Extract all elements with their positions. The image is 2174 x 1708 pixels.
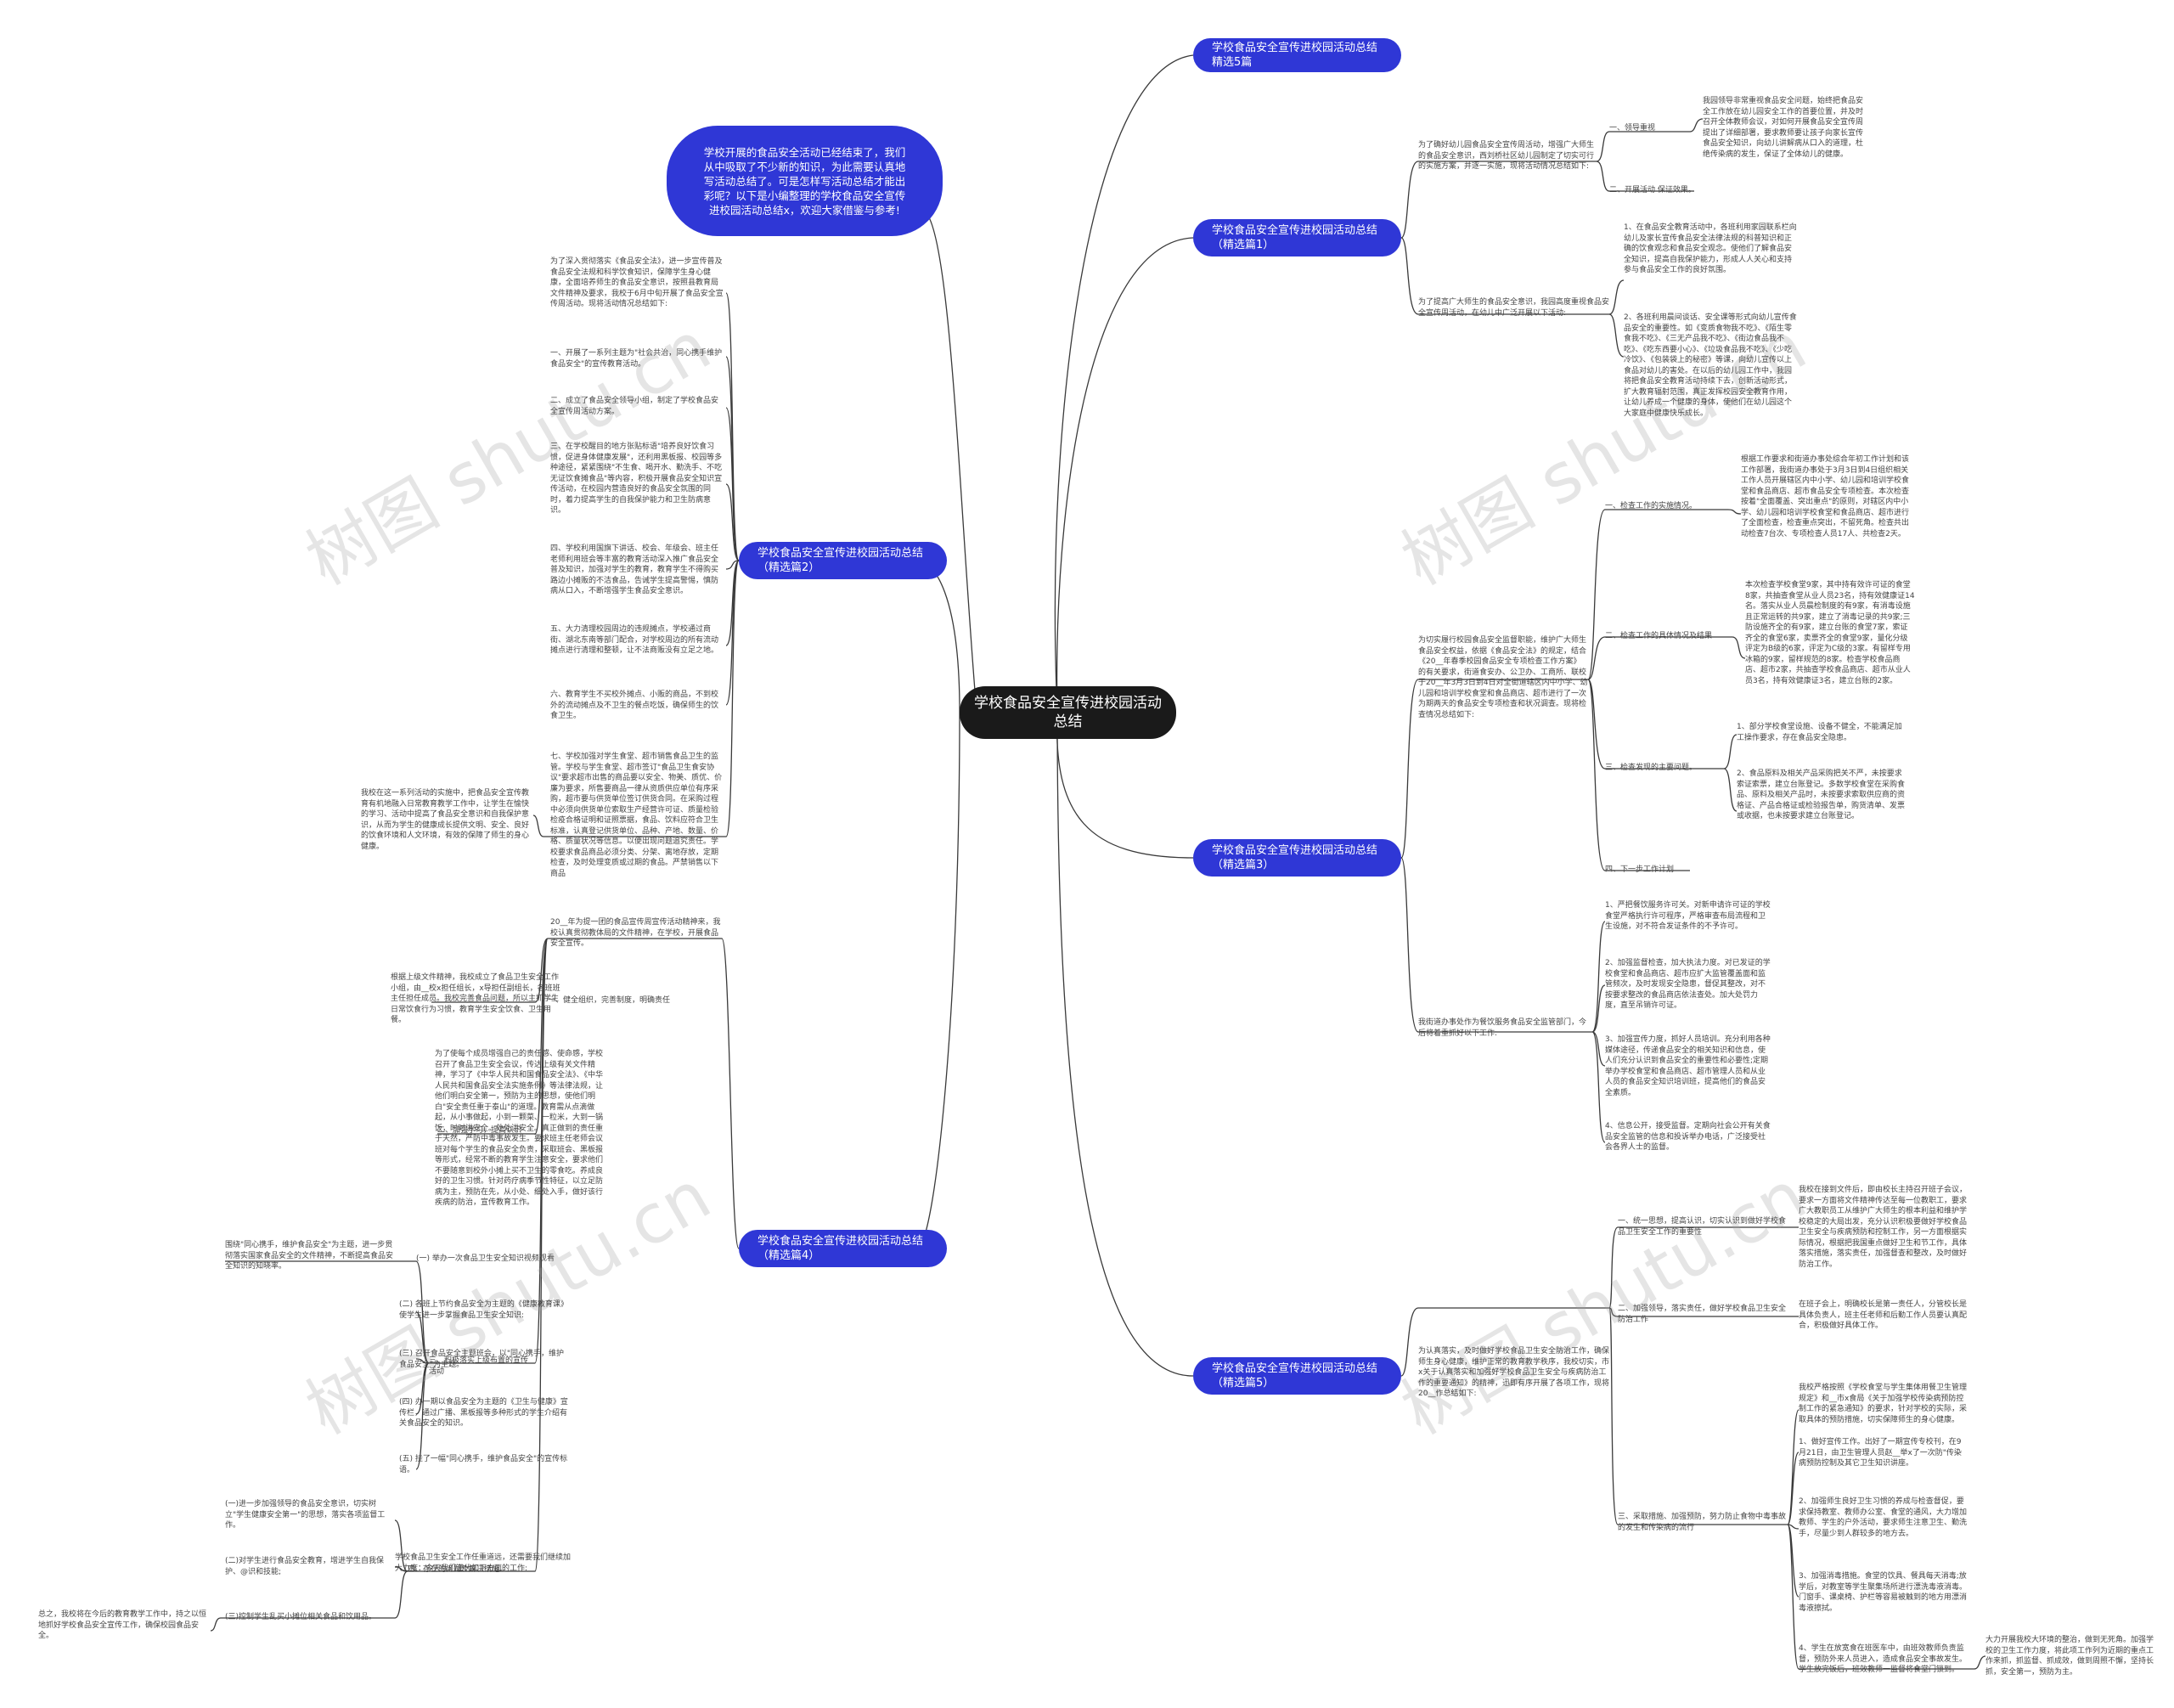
a4-point-2-text: 为了使每个成员增强自己的责任感、使命感，学校召开了食品卫生安全会议，传达上级有关…	[435, 1050, 604, 1207]
a2-item-4: 四、学校利用国旗下讲话、校会、年级会、班主任老师利用班会等丰富的教育活动深入推广…	[550, 544, 719, 595]
a5-point-2-text: 在班子会上，明确校长是第一责任人，分管校长是具体负责人，班主任老师和后勤工作人员…	[1799, 1300, 1968, 1330]
a1-point-2: 二、开展活动 保证效果。	[1609, 186, 1696, 194]
branch-overview[interactable]: 学校食品安全宣传进校园活动总结精选5篇	[1193, 38, 1401, 72]
a2-item-5: 五、大力清理校园周边的违规摊点，学校通过商街、湖北东南等部门配合，对学校周边的所…	[550, 625, 719, 655]
a3-point-2-text: 本次检查学校食堂9家，其中持有效许可证的食堂8家，共抽查食堂从业人员23名，持有…	[1745, 581, 1915, 685]
a4-activity-5: (五) 挂了一幅"同心携手，维护食品安全"的宣传标语。	[399, 1455, 568, 1474]
a4-intro: 20__年为提一团的食品宣传周宣传活动精神来，我校认真贯彻教体局的文件精神，在学…	[550, 918, 721, 948]
a4-measure-1: (一)进一步加强领导的食品安全意识，切实树立"学生健康安全第一"的思想，落实各项…	[225, 1500, 386, 1530]
a3-point-2: 二、检查工作的具体情况及结果	[1605, 632, 1713, 640]
a5-measure-1: 1、做好宣传工作。出好了一期宣传专校刊，在9月21日，由卫生管理人员赵__举x了…	[1799, 1438, 1962, 1468]
a5-intro: 为认真落实，及时做好学校食品卫生安全防治工作，确保师生身心健康，维护正常的教育教…	[1418, 1347, 1610, 1398]
a4-point-1-text: 根据上级文件精神，我校成立了食品卫生安全工作小组，由__校x担任组长，x导担任副…	[391, 973, 560, 1024]
a5-point-2: 二、加强领导，落实责任，做好学校食品卫生安全防治工作	[1618, 1305, 1787, 1324]
a2-item-2: 二、成立了食品安全领导小组，制定了学校食品安全宣传周活动方案。	[550, 397, 719, 416]
a4-activity-1-text: 围绕"同心携手，维护食品安全"为主题，进一步贯彻落实国家食品安全的文件精神，不断…	[225, 1241, 394, 1271]
a2-item-6: 六、教育学生不买校外摊点、小贩的商品，不到校外的流动摊点及不卫生的餐点吃饭，确保…	[550, 691, 719, 720]
a4-point-3: 三、积极落实上级布置的宣传活动	[429, 1356, 529, 1376]
a5-point-1-text: 我校在接到文件后，即由校长主持召开班子会议，要求一方面将文件精神传达至每一位教职…	[1799, 1186, 1968, 1269]
a3-plan-2: 2、加强监督检查，加大执法力度。对已发证的学校食堂和食品商店、超市应扩大监管覆盖…	[1605, 959, 1771, 1010]
a2-summary: 我校在这一系列活动的实施中，把食品安全宣传教育有机地融入日常教育教学工作中，让学…	[361, 789, 530, 851]
a5-point-3: 三、采取措施、加强预防，努力防止食物中毒事故的发生和传染病的流行	[1618, 1513, 1787, 1532]
a4-activity-4: (四) 办一期以食品安全为主题的《卫生与健康》宣传栏，通过广播、黑板报等多种形式…	[399, 1398, 568, 1428]
a3-plan-4: 4、信息公开，接受监督。定期向社会公开有关食品安全监管的信息和投诉举办电话，广泛…	[1605, 1122, 1771, 1152]
branch-article-4[interactable]: 学校食品安全宣传进校园活动总结（精选篇4）	[739, 1230, 947, 1267]
a3-problem-2: 2、食品原料及相关产品采购把关不严，未按要求索证索票，建立台账登记。多数学校食堂…	[1737, 769, 1906, 820]
a5-measure-3: 3、加强消毒措施。食堂的饮具、餐具每天消毒;放学后，对教室等学生聚集场所进行漂洗…	[1799, 1572, 1968, 1613]
a4-point-2: 二、加强学习，提高认识	[437, 1126, 522, 1135]
a3-intro: 为切实履行校园食品安全监督职能，维护广大师生食品安全权益，依据《食品安全法》的规…	[1418, 636, 1588, 719]
a1-intro: 为了确好幼儿园食品安全宣传周活动，增强广大师生的食品安全意识，西刘桥社区幼儿园制…	[1418, 141, 1595, 171]
a2-item-3: 三、在学校醒目的地方张贴标语"培养良好饮食习惯，促进身体健康发展"，还利用黑板报…	[550, 443, 723, 515]
a1-point-1-text: 我园领导非常重视食品安全问题，始终把食品安全工作放在幼儿园安全工作的首要位置，并…	[1703, 97, 1864, 159]
branch-article-3[interactable]: 学校食品安全宣传进校园活动总结（精选篇3）	[1193, 839, 1401, 877]
a4-activity-1: (一) 举办一次食品卫生安全知识视频观看	[416, 1254, 555, 1263]
branch-article-2[interactable]: 学校食品安全宣传进校园活动总结（精选篇2）	[739, 542, 947, 579]
a3-point-1-text: 根据工作要求和街道办事处综合年初工作计划和该工作部署，我街道办事处于3月3日到4…	[1741, 455, 1910, 538]
a4-activity-2: (二) 各班上节约食品安全为主题的《健康教育课》使学生进一步掌握食品卫生安全知识…	[399, 1300, 568, 1320]
a4-point-4-text: 学校食品卫生安全工作任重道远，还需要我们继续加大力度：今天我们谨代如下方面的工作…	[395, 1553, 572, 1573]
a5-point-1: 一、统一思想，提高认识，切实认识到做好学校食品卫生安全工作的重要性	[1618, 1217, 1787, 1237]
a2-item-1: 一、开展了一系列主题为"社会共治，同心携手维护食品安全"的宣传教育活动。	[550, 349, 723, 369]
a3-point-4: 四、下一步工作计划	[1605, 865, 1675, 874]
a1-point-1: 一、领导重视	[1609, 124, 1656, 132]
a5-measure-4-text: 大力开展我校大环境的整治，做到无死角。加强学校的卫生工作力度，将此项工作列为近期…	[1985, 1636, 2154, 1677]
a5-measure-2: 2、加强师生良好卫生习惯的养成与检查督促，要求保持教室、教师办公室、食堂的通风，…	[1799, 1497, 1968, 1538]
branch-article-1[interactable]: 学校食品安全宣传进校园活动总结（精选篇1）	[1193, 219, 1401, 256]
a1-intro-2: 为了提高广大师生的食品安全意识，我园高度重视食品安全宣传周活动，在幼儿中广泛开展…	[1418, 298, 1610, 318]
a2-item-7: 七、学校加强对学生食堂、超市销售食品卫生的监管。学校与学生食堂、超市签订"食品卫…	[550, 753, 723, 878]
a3-intro-2: 我街道办事处作为餐饮服务食品安全监管部门，今后将着重抓好以下工作:	[1418, 1018, 1587, 1038]
branch-article-5[interactable]: 学校食品安全宣传进校园活动总结（精选篇5）	[1193, 1357, 1401, 1395]
a3-plan-1: 1、严把餐饮服务许可关。对新申请许可证的学校食堂严格执行许可程序，严格审查布局流…	[1605, 901, 1771, 931]
a3-point-1: 一、检查工作的实施情况。	[1605, 502, 1698, 510]
a4-measure-3: (三)控制学生乱买小摊位相关食品和饮用品。	[225, 1613, 377, 1621]
a2-intro: 为了深入贯彻落实《食品安全法》，进一步宣传普及食品安全法规和科学饮食知识，保障学…	[550, 257, 724, 308]
a4-point-4: 四、存在的问题及解决措施。	[408, 1565, 508, 1574]
a1-activity-1: 1、在食品安全教育活动中，各班利用家园联系栏向幼儿及家长宣传食品安全法律法规的科…	[1624, 223, 1797, 274]
a1-activity-2: 2、各班利用晨间谈话、安全课等形式向幼儿宣传食品安全的重要性。如《变质食物我不吃…	[1624, 313, 1797, 418]
a5-measure-4: 4、学生在放宽食在班医车中，由班效教师负责监督，预防外来人员进入，造成食品安全事…	[1799, 1644, 1968, 1674]
a3-point-3: 三、检查发现的主要问题。	[1605, 764, 1698, 772]
a4-activity-3: (三) 召开食品安全主题班会，以"同心携手，维护食品安全"为主题。	[399, 1350, 565, 1369]
a4-point-1: 一、健全组织，完善制度，明确责任	[548, 996, 671, 1005]
intro-bubble[interactable]: 学校开展的食品安全活动已经结束了，我们从中吸取了不少新的知识，为此需要认真地写活…	[667, 126, 943, 236]
root-node[interactable]: 学校食品安全宣传进校园活动总结	[960, 686, 1176, 739]
a4-conclusion: 总之，我校将在今后的教育教学工作中，持之以恒地抓好学校食品安全宣传工作，确保校园…	[38, 1610, 207, 1640]
a3-plan-3: 3、加强宣传力度，抓好人员培训。充分利用各种媒体途径，传递食品安全的相关知识和信…	[1605, 1035, 1771, 1097]
a3-problem-1: 1、部分学校食堂设施、设备不健全，不能满足加工操作要求，存在食品安全隐患。	[1737, 723, 1902, 742]
a5-point-3-text: 我校严格按照《学校食堂与学生集体用餐卫生管理规定》和__市x食局《关于加强学校传…	[1799, 1384, 1968, 1424]
a4-measure-2: (二)对学生进行食品安全教育，增进学生自我保护、@识和技能;	[225, 1557, 385, 1576]
